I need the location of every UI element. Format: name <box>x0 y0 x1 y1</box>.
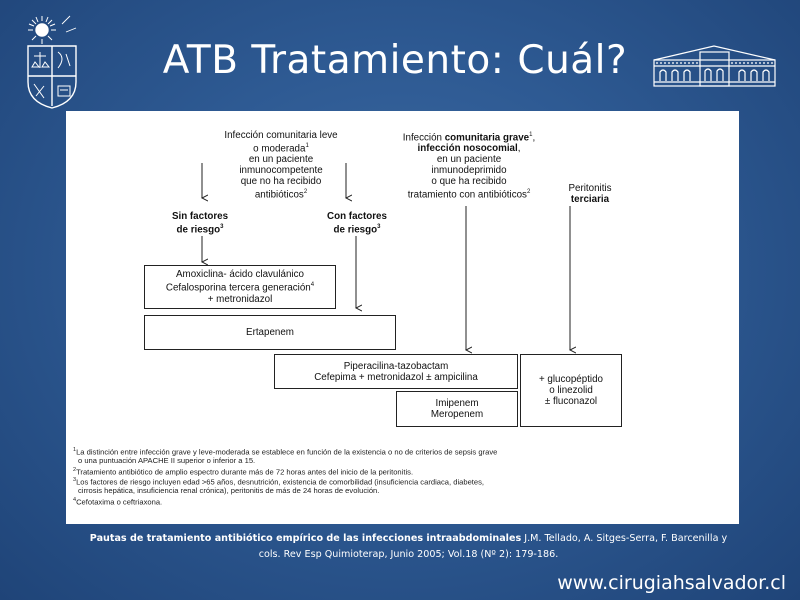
footnote-ref: 2 <box>526 189 531 196</box>
footnote-text: o una puntuación APACHE II superior o in… <box>78 456 256 465</box>
footnote-ref: 3 <box>220 224 224 230</box>
box-line: Meropenem <box>430 409 484 420</box>
box-line: Ertapenem <box>246 327 294 338</box>
box-line: ± fluconazol <box>544 396 598 407</box>
footnote: 3Los factores de riesgo incluyen edad >6… <box>73 476 484 487</box>
footnote-text: La distinción entre infección grave y le… <box>76 447 498 457</box>
footnote-text: Tratamiento antibiótico de amplio espect… <box>76 467 414 477</box>
box-line: Piperacilina-tazobactam <box>343 360 449 372</box>
footnote-ref: 3 <box>377 224 381 230</box>
source-caption: Pautas de tratamiento antibiótico empíri… <box>66 531 751 563</box>
caption-reference: cols. Rev Esp Quimioterap, Junio 2005; V… <box>258 549 559 560</box>
footnote: 4Cefotaxima o ceftriaxona. <box>73 496 162 507</box>
node-line: Con factores <box>327 211 387 222</box>
node-line: o moderada <box>253 143 306 155</box>
node-line-bold: infección nosocomial <box>417 143 518 155</box>
node-line: en un paciente <box>248 154 314 166</box>
node-line: tratamiento con antibióticos <box>407 189 527 201</box>
node-line: , <box>517 143 521 155</box>
box-piperacilina: Piperacilina-tazobactam Cefepima + metro… <box>274 354 518 389</box>
footnote: o una puntuación APACHE II superior o in… <box>78 456 255 465</box>
slide-title: ATB Tratamiento: Cuál? <box>162 38 628 83</box>
node-peritonitis-terciaria: Peritonitis terciaria <box>550 183 630 205</box>
node-line: , <box>532 132 536 144</box>
node-line: o que ha recibido <box>431 176 507 188</box>
node-sin-factores: Sin factores de riesgo3 <box>160 211 240 235</box>
footnote-text: Cefotaxima o ceftriaxona. <box>76 497 163 507</box>
box-line: Imipenem <box>435 398 479 409</box>
footnote-number: 1 <box>73 447 77 453</box>
node-line: Sin factores <box>171 211 229 222</box>
node-line: Infección <box>402 132 445 144</box>
caption-title: Pautas de tratamiento antibiótico empíri… <box>89 533 522 544</box>
box-imipenem: Imipenem Meropenem <box>396 391 518 427</box>
footnote: 1La distinción entre infección grave y l… <box>73 446 497 457</box>
footnote-number: 2 <box>73 467 77 473</box>
node-con-factores: Con factores de riesgo3 <box>315 211 399 235</box>
node-line: en un paciente <box>436 154 502 166</box>
node-line: de riesgo <box>333 224 378 236</box>
footnote-text: cirrosis hepática, insuficiencia renal c… <box>78 486 380 495</box>
box-ertapenem: Ertapenem <box>144 315 396 350</box>
footnote: cirrosis hepática, insuficiencia renal c… <box>78 486 379 495</box>
node-line: inmunodeprimido <box>431 165 507 177</box>
footnote-text: Los factores de riesgo incluyen edad >65… <box>76 477 485 487</box>
box-line: o linezolid <box>549 385 593 396</box>
footnote-number: 3 <box>73 477 77 483</box>
node-line: que no ha recibido <box>240 176 322 188</box>
box-amoxiclina: Amoxiclina- ácido clavulánico Cefalospor… <box>144 265 336 309</box>
footnote-ref: 1 <box>305 143 309 149</box>
website-url[interactable]: www.cirugiahsalvador.cl <box>557 572 786 594</box>
box-glucopeptido: + glucopéptido o linezolid ± fluconazol <box>520 354 622 427</box>
node-infeccion-leve: Infección comunitaria leve o moderada1 e… <box>200 130 362 201</box>
node-line: Infección comunitaria leve <box>224 130 338 141</box>
node-line: inmunocompetente <box>239 165 323 177</box>
node-line-bold: comunitaria grave <box>444 132 530 144</box>
node-line: antibióticos <box>254 189 304 201</box>
node-line-bold: terciaria <box>570 194 610 205</box>
node-line: de riesgo <box>176 224 221 236</box>
box-line: + glucopéptido <box>538 374 603 385</box>
box-line: Cefalosporina tercera generación <box>165 282 311 294</box>
footnote-ref: 2 <box>303 189 308 196</box>
footnote: 2Tratamiento antibiótico de amplio espec… <box>73 466 413 477</box>
caption-authors: J.M. Tellado, A. Sitges-Serra, F. Barcen… <box>521 533 728 544</box>
footnote-ref: 1 <box>529 132 533 138</box>
box-line: Cefepima + metronidazol ± ampicilina <box>314 371 478 383</box>
box-line: Amoxiclina- ácido clavulánico <box>176 269 304 281</box>
hospital-building-logo <box>653 45 776 87</box>
university-seal-logo <box>27 15 77 109</box>
footnote-number: 4 <box>73 497 77 503</box>
node-line: Peritonitis <box>568 183 612 194</box>
box-line: + metronidazol <box>207 293 273 305</box>
node-infeccion-grave: Infección comunitaria grave1, infección … <box>386 130 552 201</box>
footnote-ref: 4 <box>310 282 315 289</box>
